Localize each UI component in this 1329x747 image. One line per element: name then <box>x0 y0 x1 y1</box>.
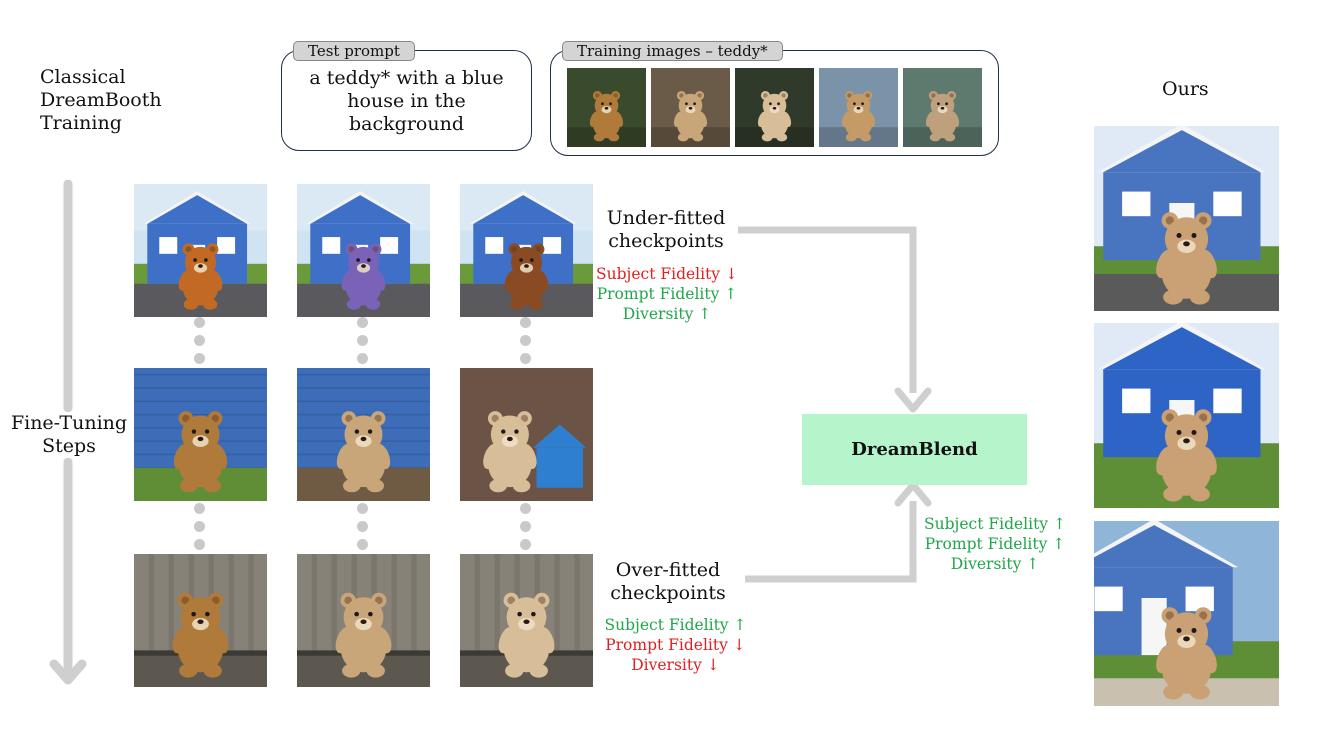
ellipsis-dots <box>520 503 532 557</box>
fine-tuning-steps-label: Fine-Tuning Steps <box>4 412 134 458</box>
ellipsis-dots <box>194 503 206 557</box>
checkpoint-image <box>134 368 267 501</box>
checkpoint-image <box>460 554 593 687</box>
training-images-box <box>550 50 999 156</box>
overfit-label: Over-fitted checkpoints <box>610 559 726 604</box>
checkpoint-image <box>460 184 593 317</box>
underfit-metric: Subject Fidelity ↓ <box>596 265 738 283</box>
ours-label: Ours <box>1162 78 1209 100</box>
overfit-metric: Subject Fidelity ↑ <box>604 616 747 634</box>
ours-image <box>1094 521 1279 706</box>
dreamblend-label: DreamBlend <box>851 439 978 460</box>
dreamblend-metrics: Subject Fidelity ↑ Prompt Fidelity ↑ Div… <box>920 514 1070 574</box>
checkpoint-image <box>134 184 267 317</box>
flow-arrows <box>738 226 932 583</box>
training-image <box>819 68 898 147</box>
test-prompt-text: a teddy* with a blue house in the backgr… <box>309 67 504 135</box>
overfit-metric: Prompt Fidelity ↓ <box>605 636 746 654</box>
test-prompt-tag: Test prompt <box>293 41 415 61</box>
overfit-metric: Diversity ↓ <box>631 656 720 674</box>
underfit-metric: Diversity ↑ <box>622 305 712 323</box>
checkpoint-image <box>134 554 267 687</box>
training-image <box>735 68 814 147</box>
dreamblend-metric: Diversity ↑ <box>950 555 1040 573</box>
ours-image <box>1094 323 1279 508</box>
ellipsis-dots <box>357 317 369 371</box>
checkpoint-image <box>297 554 430 687</box>
classical-dreambooth-label: Classical DreamBooth Training <box>40 66 162 134</box>
underfit-metric: Prompt Fidelity ↑ <box>596 285 738 303</box>
training-image <box>567 68 646 147</box>
checkpoint-image <box>297 368 430 501</box>
fine-tuning-axis-arrow <box>49 180 87 685</box>
training-images-tag: Training images – teddy* <box>562 41 783 61</box>
ellipsis-dots <box>194 317 206 371</box>
dreamblend-metric: Subject Fidelity ↑ <box>924 515 1066 533</box>
ellipsis-dots <box>520 317 532 371</box>
underfit-label: Under-fitted checkpoints <box>606 207 726 252</box>
checkpoint-image <box>297 184 430 317</box>
underfit-metrics: Subject Fidelity ↓ Prompt Fidelity ↑ Div… <box>592 264 742 324</box>
overfit-metrics: Subject Fidelity ↑ Prompt Fidelity ↓ Div… <box>598 615 753 675</box>
test-prompt-box: a teddy* with a blue house in the backgr… <box>281 50 532 151</box>
dreamblend-metric: Prompt Fidelity ↑ <box>924 535 1066 553</box>
training-image <box>651 68 730 147</box>
checkpoint-image <box>460 368 593 501</box>
ours-image <box>1094 126 1279 311</box>
dreamblend-box: DreamBlend <box>802 414 1027 485</box>
training-image <box>903 68 982 147</box>
ellipsis-dots <box>357 503 369 557</box>
